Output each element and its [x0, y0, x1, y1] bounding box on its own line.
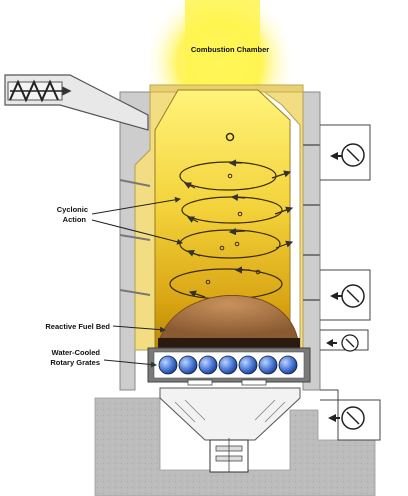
wall-ribs	[119, 144, 320, 301]
air-duct	[320, 124, 371, 351]
leader-lines	[91, 196, 183, 368]
flame-core	[185, 0, 260, 90]
label-water-cooled: Water-Cooled	[52, 348, 101, 357]
swirl-arrows	[183, 159, 294, 298]
grate-slots	[187, 379, 267, 386]
label-rotary-grates: Rotary Grates	[50, 358, 100, 367]
hopper-hatching	[174, 399, 286, 423]
arrow-left-icon	[326, 339, 337, 347]
particles	[205, 132, 261, 285]
label-reactive-fuel-bed: Reactive Fuel Bed	[45, 322, 110, 331]
ash-discharge	[209, 438, 249, 473]
reactive-fuel-bed	[159, 295, 299, 341]
gauge-icon	[341, 406, 365, 430]
ash-hopper	[159, 387, 301, 441]
arrow-left-icon	[328, 414, 340, 422]
gauge-icon	[341, 143, 365, 167]
label-cyclonic: Cyclonic	[57, 205, 88, 214]
ground-foundation	[94, 397, 376, 496]
air-duct-lower	[320, 389, 381, 441]
label-combustion-chamber: Combustion Chamber	[191, 45, 269, 54]
gauge-icon	[341, 334, 359, 352]
arrow-left-icon	[330, 292, 342, 300]
label-action: Action	[63, 215, 87, 224]
arrow-left-icon	[330, 152, 342, 160]
rotary-grates	[158, 355, 298, 375]
gauge-icon	[341, 284, 365, 308]
right-outer-wall	[302, 91, 321, 391]
fuel-feed-auger	[4, 74, 149, 131]
ash-layer	[158, 338, 300, 350]
